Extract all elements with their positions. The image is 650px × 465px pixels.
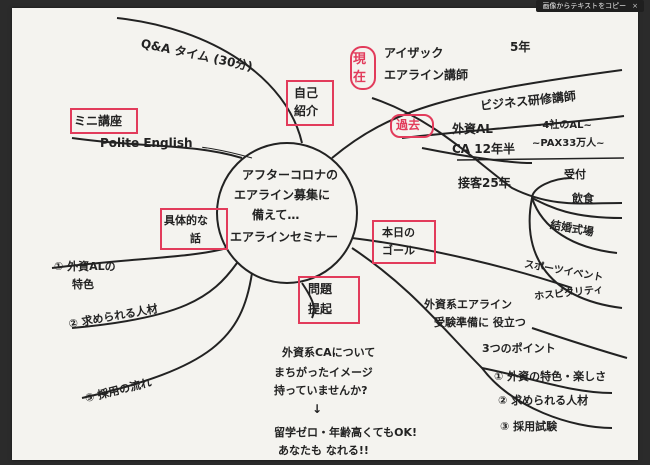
branch-intro (331, 69, 623, 159)
branch-p1 (531, 327, 628, 359)
past-line2: CA 12年半 (452, 142, 515, 156)
center-line1: アフターコロナの (242, 168, 339, 182)
question-line4: 留学ゼロ・年齢高くてもOK! (274, 426, 418, 439)
question-line3: 持っていませんか? (274, 384, 368, 397)
current-item1b: 5年 (510, 40, 531, 54)
past-line2b: ~PAX33万人~ (532, 138, 605, 149)
service-s2: 飲食 (572, 192, 594, 205)
current-item2: エアライン講師 (384, 68, 469, 82)
mindmap-lines (51, 17, 628, 429)
copy-text-label: 画像からテキストをコピー (542, 2, 627, 10)
question-line1: 外資系CAについて (282, 346, 376, 359)
past-box (390, 114, 434, 138)
goalnote-line2: 受験準備に 役立つ (434, 316, 526, 329)
center-line4: エアラインセミナー (230, 230, 339, 244)
center-line3: 備えて… (252, 208, 300, 222)
past-label: 過去 (396, 118, 421, 132)
center-line2: エアライン募集に (234, 188, 331, 202)
center-circle (216, 142, 358, 284)
left-item1b: 特色 (72, 278, 94, 291)
concrete-line1: 具体的な (164, 214, 208, 227)
branch-s5 (528, 197, 623, 309)
branch-points (351, 247, 613, 429)
problem-line1: 問題 (308, 282, 333, 296)
branch-p2 (481, 367, 613, 394)
goal-box (372, 220, 436, 264)
current-label2: 在 (353, 70, 367, 85)
intro-box (286, 80, 334, 126)
point-2: ② 求められる人材 (498, 394, 589, 407)
branch-mini (71, 137, 243, 159)
mini-box (70, 108, 138, 134)
intro-line2: 紹介 (294, 104, 319, 118)
problem-line2: 提起 (308, 302, 333, 316)
service-s1: 受付 (564, 168, 586, 181)
question-arrow: ↓ (312, 402, 323, 416)
branch-s2 (531, 197, 623, 219)
goal-line2: ゴール (382, 244, 415, 257)
question-line2: まちがったイメージ (274, 366, 373, 379)
mini-sub: Polite English (100, 136, 193, 150)
past-line1b: ~4社のAL~ (534, 120, 592, 131)
concrete-line2: 話 (190, 232, 201, 245)
branch-left1 (51, 247, 228, 269)
goalnote-line3: 3つのポイント (482, 342, 556, 355)
branch-s1 (531, 177, 573, 199)
mini-title: ミニ講座 (74, 114, 123, 128)
branch-qa (116, 17, 303, 144)
close-icon[interactable]: × (632, 2, 638, 10)
problem-box (298, 276, 360, 324)
branch-past (371, 97, 623, 205)
branch-mini2 (202, 146, 253, 159)
current-item1: アイザック (384, 46, 444, 60)
goal-line1: 本日の (382, 226, 415, 239)
current-box (350, 46, 376, 90)
question-line5: あなたも なれる!! (278, 444, 369, 457)
branch-problem (301, 282, 315, 319)
concrete-box (160, 208, 228, 250)
past-line1: 外資AL (452, 122, 493, 136)
branch-goal (351, 237, 573, 289)
branch-left3 (81, 272, 253, 399)
branch-left2 (71, 262, 238, 329)
goalnote-line1: 外資系エアライン (424, 298, 512, 311)
intro-line1: 自己 (294, 86, 319, 100)
copy-text-button[interactable]: 画像からテキストをコピー × (536, 0, 644, 12)
whiteboard-paper: アフターコロナの エアライン募集に 備えて… エアラインセミナー Q&A タイム… (12, 8, 638, 460)
point-1: ① 外資の特色・楽しさ (494, 370, 607, 383)
point-3: ③ 採用試験 (500, 420, 558, 433)
branch-s3 (531, 197, 618, 254)
left-item1: ① 外資ALの (54, 260, 116, 273)
current-label1: 現 (353, 52, 367, 67)
past-line3: 接客25年 (458, 176, 511, 190)
